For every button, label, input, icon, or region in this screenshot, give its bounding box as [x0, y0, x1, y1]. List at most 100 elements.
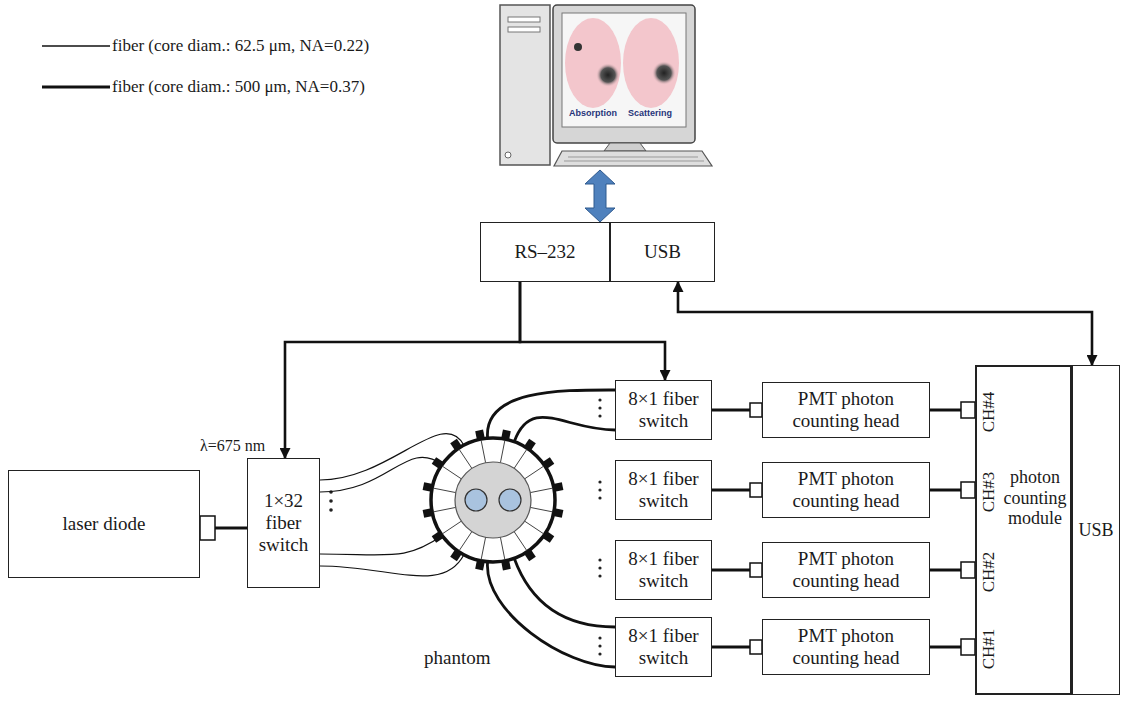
phantom: phantom: [420, 425, 570, 675]
dot: [598, 398, 601, 401]
pmt-box: PMT photon counting head: [762, 462, 930, 518]
dot: [598, 566, 601, 569]
fiber-switch-box: 1×32 fiber switch: [247, 458, 320, 588]
wire: [285, 282, 520, 458]
wire: [930, 489, 961, 492]
probe-holder: [423, 508, 434, 518]
probe-holder: [450, 439, 462, 452]
wire: [930, 569, 961, 572]
connector: [930, 402, 975, 418]
legend-row: fiber (core diam.: 500 μm, NA=0.37): [42, 77, 365, 97]
probe-holder: [475, 430, 485, 441]
spoke: [525, 466, 544, 479]
legend-line-sample: [42, 36, 112, 56]
fiber: [514, 417, 615, 441]
spoke: [442, 521, 461, 534]
phantom-body: [455, 462, 531, 538]
wire: [520, 282, 665, 380]
spoke: [459, 449, 472, 468]
box-label: 1×32 fiber switch: [252, 490, 315, 556]
dot: [329, 499, 333, 503]
spoke: [514, 449, 527, 468]
probe-holder: [501, 559, 511, 570]
connector: [200, 516, 247, 540]
channel-label: CH#4: [980, 392, 997, 433]
pmt-box: PMT photon counting head: [762, 619, 930, 675]
fiber-port: [961, 402, 975, 418]
box-label: laser diode: [63, 513, 146, 535]
wire: [930, 409, 961, 412]
probe-holder: [450, 549, 462, 562]
dot: [598, 414, 601, 417]
wire: [712, 569, 750, 572]
connector: [487, 390, 615, 442]
connector: [585, 170, 615, 222]
connector: [285, 282, 520, 458]
spoke: [525, 521, 544, 534]
wire: [712, 646, 750, 649]
inclusion: [499, 489, 521, 511]
phantom-ring: [431, 438, 555, 562]
fiber-switch-box: 8×1 fiber switch: [615, 460, 712, 520]
interface-box: RS–232: [480, 222, 610, 282]
spoke: [481, 440, 485, 463]
box-label: PMT photon counting head: [767, 548, 925, 592]
fiber: [487, 562, 615, 667]
spoke: [442, 466, 461, 479]
computer-illustration: [498, 3, 714, 169]
spoke: [500, 537, 504, 560]
wire: [712, 489, 750, 492]
box-label: USB: [1078, 520, 1113, 541]
dot: [598, 480, 601, 483]
dot: [598, 496, 601, 499]
channel-label: CH#2: [980, 552, 997, 593]
box-label: 8×1 fiber switch: [620, 548, 707, 592]
pmt-box: PMT photon counting head: [762, 382, 930, 438]
dot: [598, 644, 601, 647]
spoke: [481, 537, 485, 560]
dot: [598, 488, 601, 491]
wire: [930, 646, 961, 649]
box-label: PMT photon counting head: [767, 625, 925, 669]
connector: [520, 282, 665, 380]
box-label: 8×1 fiber switch: [620, 625, 707, 669]
probe-holder: [524, 549, 536, 562]
wavelength-label: λ=675 nm: [200, 437, 265, 455]
box-label: RS–232: [514, 241, 575, 263]
spoke: [459, 532, 472, 551]
dot: [329, 508, 333, 512]
probe-holder: [432, 531, 445, 543]
probe-holder: [542, 531, 555, 543]
legend-line: [42, 85, 110, 88]
connector: [712, 403, 762, 417]
wire: [712, 409, 750, 412]
legend-row: fiber (core diam.: 62.5 μm, NA=0.22): [42, 36, 369, 56]
fiber-port: [961, 639, 975, 655]
spoke: [433, 507, 456, 511]
box-label: 8×1 fiber switch: [620, 388, 707, 432]
probe-holder: [542, 457, 555, 469]
probe-holder: [552, 508, 563, 518]
fiber-switch-box: 8×1 fiber switch: [615, 617, 712, 677]
connector: [712, 563, 762, 577]
dot: [598, 406, 601, 409]
probe-holder: [432, 457, 445, 469]
connector: [930, 482, 975, 498]
counting-module: CH#4CH#3CH#2CH#1photon counting module: [975, 365, 1072, 695]
wire: [215, 527, 247, 530]
box-label: 8×1 fiber switch: [620, 468, 707, 512]
wire: [678, 282, 1092, 365]
legend-label: fiber (core diam.: 500 μm, NA=0.37): [112, 77, 365, 97]
connector: [678, 282, 1092, 365]
ellipsis-dots: [329, 398, 601, 655]
fiber-switch-box: 8×1 fiber switch: [615, 540, 712, 600]
laser-box: laser diode: [8, 470, 200, 578]
spoke: [514, 532, 527, 551]
channel-label: CH#1: [980, 629, 997, 670]
dot: [598, 558, 601, 561]
legend-label: fiber (core diam.: 62.5 μm, NA=0.22): [112, 36, 369, 56]
fiber-port: [750, 563, 762, 577]
phantom-label: phantom: [424, 647, 491, 669]
spoke: [433, 488, 456, 492]
